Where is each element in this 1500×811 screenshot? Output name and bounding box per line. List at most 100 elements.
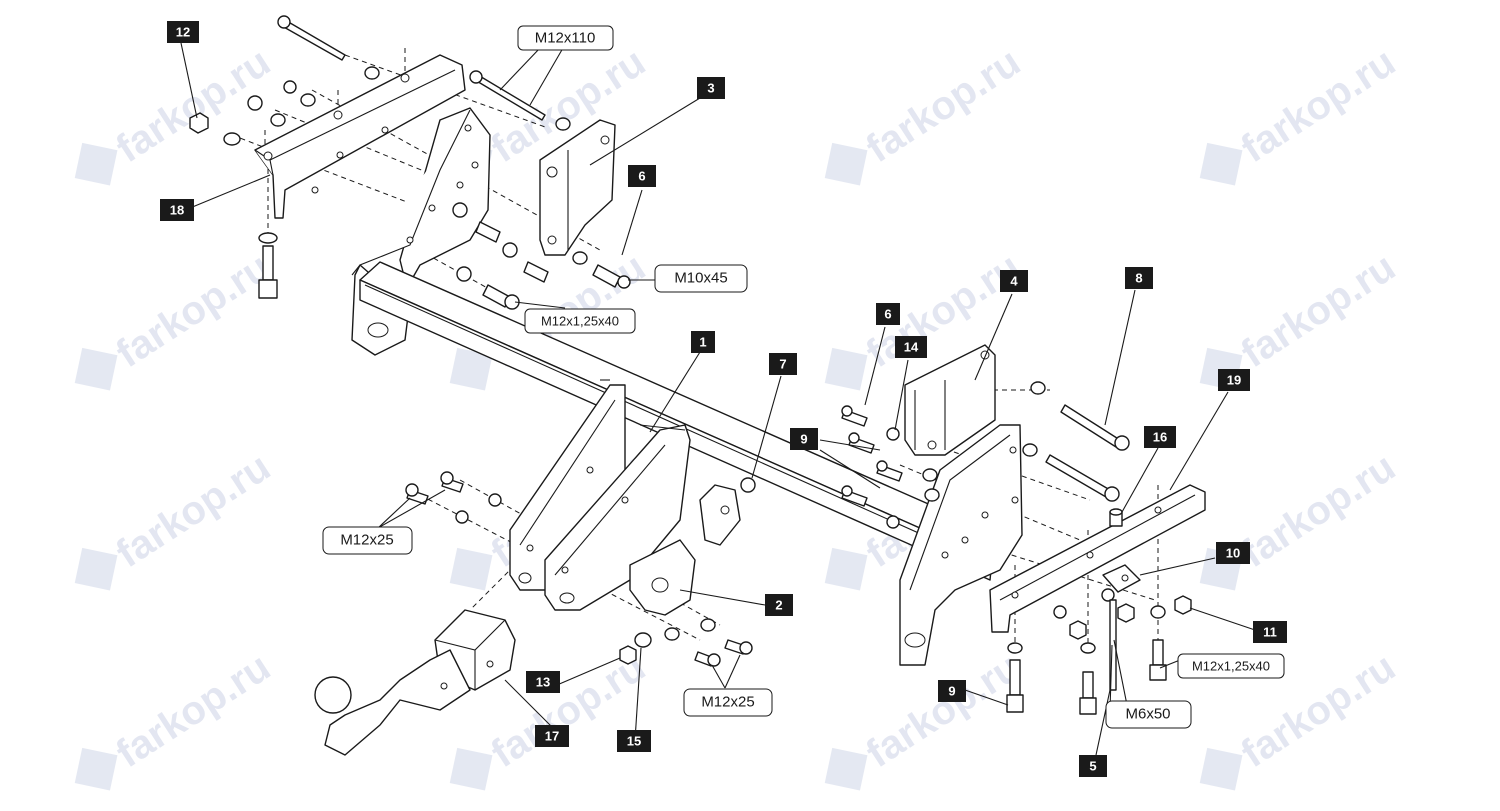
part-tag-box [617,730,651,752]
left-side-bracket [254,54,466,219]
watermark-logo-icon [824,547,868,591]
part-tag-number: 2 [775,598,782,613]
watermark-logo-icon [74,547,118,591]
part-tag-box [1218,369,1250,391]
part-tag-number: 9 [800,432,807,447]
watermark-logo-icon [824,347,868,391]
socket-plate [629,484,741,616]
fastener-callout: M12x25 [683,688,773,717]
part-tag: 6 [876,303,900,325]
part-tag-number: 9 [948,684,955,699]
watermark-text: farkop.ru [109,245,278,376]
part-tag: 5 [1079,755,1107,777]
part-tag-number: 13 [536,675,550,690]
fastener-callout-label: M12x110 [535,30,596,47]
part-tag: 11 [1253,621,1287,643]
part-tag-number: 5 [1089,759,1096,774]
part-tag-box [1079,755,1107,777]
part-tag: 17 [535,725,569,747]
part-tag-number: 6 [884,307,891,322]
part-tag: 15 [617,730,651,752]
part-tag-number: 14 [904,340,919,355]
watermark-logo-icon [824,142,868,186]
part-tag-number: 18 [170,203,184,218]
part-tag-number: 10 [1226,546,1240,561]
fastener-callout: M12x1,25x40 [1177,653,1285,679]
part-tag: 18 [160,199,194,221]
left-upper-plate [539,119,616,256]
part-tag-box [1253,621,1287,643]
part-tag-box [160,199,194,221]
center-bracket-1 [509,384,626,591]
watermark: farkop.ru [1199,445,1403,591]
fastener-callout-box [683,688,773,717]
leader-lines [180,42,1256,756]
part-tag-box [628,165,656,187]
watermark-logo-icon [74,142,118,186]
part-tag-number: 4 [1010,274,1018,289]
fastener-callout-box [322,526,413,555]
part-tag-number: 12 [176,25,190,40]
fastener-callout-box [1105,700,1192,729]
part-tag-number: 7 [779,357,786,372]
fastener-callout: M12x1,25x40 [524,308,636,334]
watermark-text: farkop.ru [859,40,1028,171]
watermark-text: farkop.ru [1234,245,1403,376]
fastener-callout: M12x25 [322,526,413,555]
right-upper-plate [904,344,996,456]
watermark-logo-icon [449,347,493,391]
watermark: farkop.ru [824,40,1028,186]
fastener-callout-label: M10x45 [674,270,727,287]
fastener-callout: M12x110 [517,25,614,51]
part-tag-box [765,594,793,616]
part-tag-number: 6 [638,169,645,184]
fasteners [189,15,1192,715]
part-tag-box [535,725,569,747]
part-tag-number: 1 [699,335,706,350]
part-tag-number: 17 [545,729,559,744]
watermark-text: farkop.ru [109,445,278,576]
part-tag-box [876,303,900,325]
part-tag: 9 [938,680,966,702]
watermark-logo-icon [449,547,493,591]
watermark-logo-icon [74,347,118,391]
center-bracket-2 [544,424,691,611]
watermark-logo-icon [824,747,868,791]
right-main-side-plate [899,424,1023,666]
part-tag: 1 [691,331,715,353]
part-tag-box [790,428,818,450]
watermark: farkop.ru [74,40,278,186]
part-tag-box [895,336,927,358]
fastener-callout-label: M12x1,25x40 [1192,659,1270,674]
part-tag: 12 [167,21,199,43]
watermark: farkop.ru [74,645,278,791]
part-tag-box [1144,426,1176,448]
fastener-callout: M6x50 [1105,700,1192,729]
part-tag-box [1125,267,1153,289]
part-tag-number: 16 [1153,430,1167,445]
part-tag-box [1216,542,1250,564]
part-tag: 9 [790,428,818,450]
part-tag-box [526,671,560,693]
part-tag: 4 [1000,270,1028,292]
part-tag: 16 [1144,426,1176,448]
fastener-callout-box [517,25,614,51]
part-tag: 19 [1218,369,1250,391]
part-tag-box [1000,270,1028,292]
part-tag-number: 19 [1227,373,1241,388]
part-tag: 6 [628,165,656,187]
part-tag-number: 11 [1263,625,1277,640]
fastener-callout: M10x45 [654,264,748,293]
part-tag: 13 [526,671,560,693]
watermark-text: farkop.ru [1234,445,1403,576]
watermark-logo-icon [74,747,118,791]
fastener-callout-label: M12x25 [340,532,393,549]
part-tag: 2 [765,594,793,616]
right-side-bracket [989,484,1206,633]
part-tag-number: 15 [627,734,641,749]
part-tag: 8 [1125,267,1153,289]
fastener-callout-box [654,264,748,293]
watermark-logo-icon [1199,142,1243,186]
fastener-callouts: M12x110 M10x45 M12x1,25x40 M12x25 M12x25… [322,25,1285,729]
